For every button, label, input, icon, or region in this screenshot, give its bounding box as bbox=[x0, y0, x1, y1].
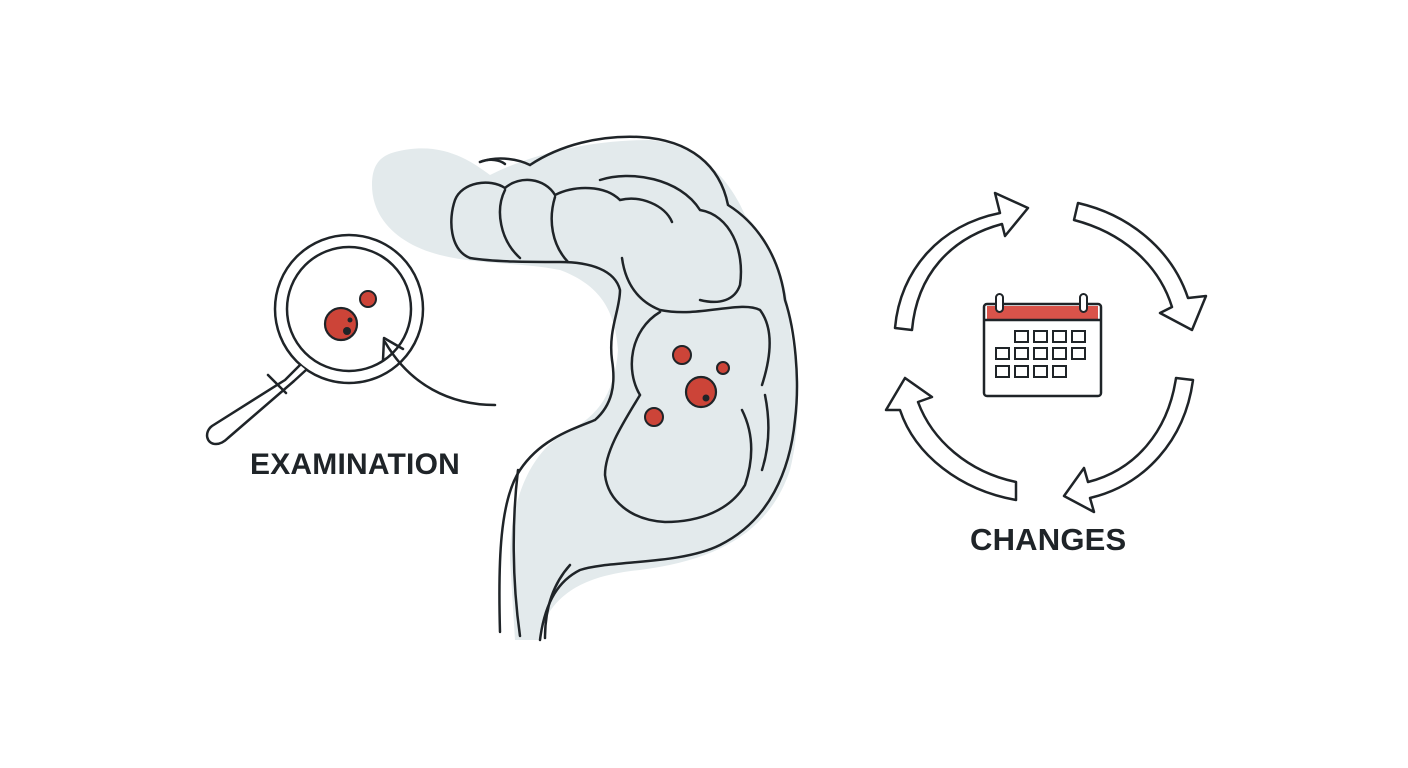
cycle-arrow-bottom-left bbox=[884, 376, 1018, 502]
haustra-4 bbox=[598, 174, 743, 304]
calendar-day-cell bbox=[1014, 365, 1029, 378]
sigmoid-loop bbox=[603, 310, 753, 524]
calendar-day-cell bbox=[1033, 347, 1048, 360]
cycle-arrow-top-left bbox=[893, 191, 1030, 332]
magnified-polyp-small bbox=[359, 290, 377, 308]
magnifying-glass-icon bbox=[205, 233, 497, 446]
colon-illustration bbox=[372, 135, 799, 642]
cycle-arrows-icon bbox=[884, 191, 1208, 514]
rectum-line-right bbox=[543, 563, 572, 640]
polyp-4 bbox=[644, 407, 664, 427]
calendar-icon bbox=[982, 293, 1103, 398]
calendar-day-grid bbox=[995, 330, 1086, 378]
calendar-day-cell bbox=[1014, 347, 1029, 360]
haustra-3 bbox=[550, 195, 570, 264]
calendar-day-cell bbox=[1052, 330, 1067, 343]
calendar-day-cell bbox=[1052, 347, 1067, 360]
calendar-day-cell bbox=[1071, 347, 1086, 360]
polyp-3-dot bbox=[702, 394, 710, 402]
rectum-line-left bbox=[512, 468, 522, 638]
changes-label: CHANGES bbox=[970, 522, 1127, 557]
calendar-day-cell bbox=[1052, 365, 1067, 378]
calendar-ring-left bbox=[995, 293, 1004, 313]
cycle-arrow-bottom-right bbox=[1062, 376, 1195, 514]
calendar-day-cell bbox=[995, 347, 1010, 360]
magnified-polyp-large bbox=[323, 306, 359, 342]
colon-tail-curl bbox=[478, 158, 507, 166]
magnifier-handle bbox=[205, 363, 308, 446]
calendar-day-cell bbox=[1014, 330, 1029, 343]
pointer-arrow bbox=[383, 340, 497, 407]
calendar-day-cell bbox=[1033, 365, 1048, 378]
haustra-2 bbox=[498, 188, 522, 260]
colon-outer-outline bbox=[478, 135, 799, 642]
polyp-1 bbox=[672, 345, 692, 365]
calendar-day-cell bbox=[1033, 330, 1048, 343]
calendar-day-cell bbox=[1071, 330, 1086, 343]
pointer-arrowhead bbox=[381, 336, 405, 362]
magnifier-handle-collar bbox=[266, 373, 288, 395]
polyp-2 bbox=[716, 361, 730, 375]
calendar-header bbox=[987, 306, 1098, 320]
calendar-day-cell bbox=[995, 365, 1010, 378]
magnified-polyp-dot-2 bbox=[347, 317, 353, 323]
lens-inner-ring bbox=[285, 245, 413, 373]
haustra-1 bbox=[450, 178, 674, 260]
haustra-5 bbox=[620, 256, 771, 387]
colon-fill bbox=[372, 140, 798, 640]
polyp-3 bbox=[684, 375, 718, 409]
colon-inner-outline bbox=[468, 256, 622, 634]
magnified-polyp-dot-1 bbox=[343, 327, 351, 335]
cycle-arrow-top-right bbox=[1072, 201, 1208, 332]
examination-label: EXAMINATION bbox=[250, 448, 460, 481]
calendar-ring-right bbox=[1079, 293, 1088, 313]
sigmoid-inner bbox=[760, 393, 770, 472]
